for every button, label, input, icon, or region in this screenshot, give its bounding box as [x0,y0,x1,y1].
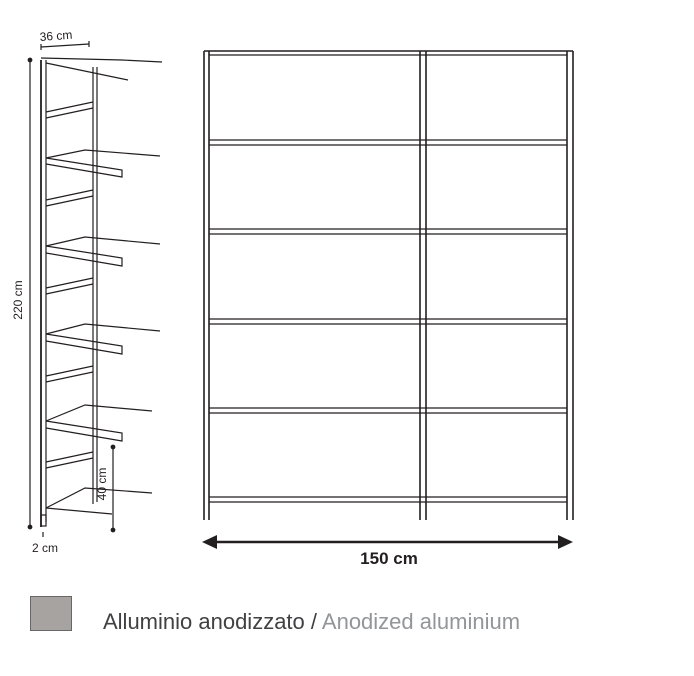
shelf-gap-label: 40 cm [95,468,109,501]
height-label: 220 cm [11,280,25,319]
side-shelf-5 [45,404,153,422]
side-brace-2b [45,195,94,207]
shelf-gap-dot-top [110,444,116,450]
side-shelf-3-under [45,245,123,267]
width-dimension [202,535,573,549]
width-label: 150 cm [360,549,418,568]
side-shelf-top [40,57,163,63]
side-shelf-4-under [45,333,123,355]
side-brace-4b [45,371,94,383]
side-foot [40,514,47,527]
side-brace-5b [45,457,94,469]
side-brace-4 [45,365,94,377]
front-view [203,50,574,520]
side-shelf-2-under [45,157,123,178]
side-brace-1b [45,107,94,119]
finish-label-separator: / [304,609,322,634]
side-shelf-top-under [45,62,129,81]
side-brace-2 [45,189,94,201]
height-dimension-dot-top [27,57,33,63]
side-view [40,57,163,527]
side-shelf-bottom [45,487,153,509]
width-arrow-left [202,535,217,549]
side-shelf-2 [45,149,161,159]
finish-legend: Alluminio anodizzato / Anodized aluminiu… [30,596,670,636]
finish-label-italian: Alluminio anodizzato [103,609,305,634]
shelf-gap-dot-bottom [110,527,116,533]
side-brace-1 [45,101,94,113]
side-shelf-5-under [45,420,123,442]
finish-color-swatch [30,596,72,631]
finish-label-english: Anodized aluminium [321,609,521,634]
side-shelf-3 [45,236,161,247]
side-shelf-bottom-under [45,507,113,515]
side-brace-3 [45,277,94,289]
finish-label: Alluminio anodizzato / Anodized aluminiu… [103,609,520,635]
width-arrow-right [558,535,573,549]
depth-label: 36 cm [39,28,73,44]
side-brace-3b [45,283,94,295]
height-dimension-dot-bottom [27,524,33,530]
side-shelf-4 [45,323,161,335]
foot-label: 2 cm [32,541,58,555]
side-brace-5 [45,451,94,463]
side-dimensions [27,41,116,537]
depth-dimension-line [40,43,90,48]
